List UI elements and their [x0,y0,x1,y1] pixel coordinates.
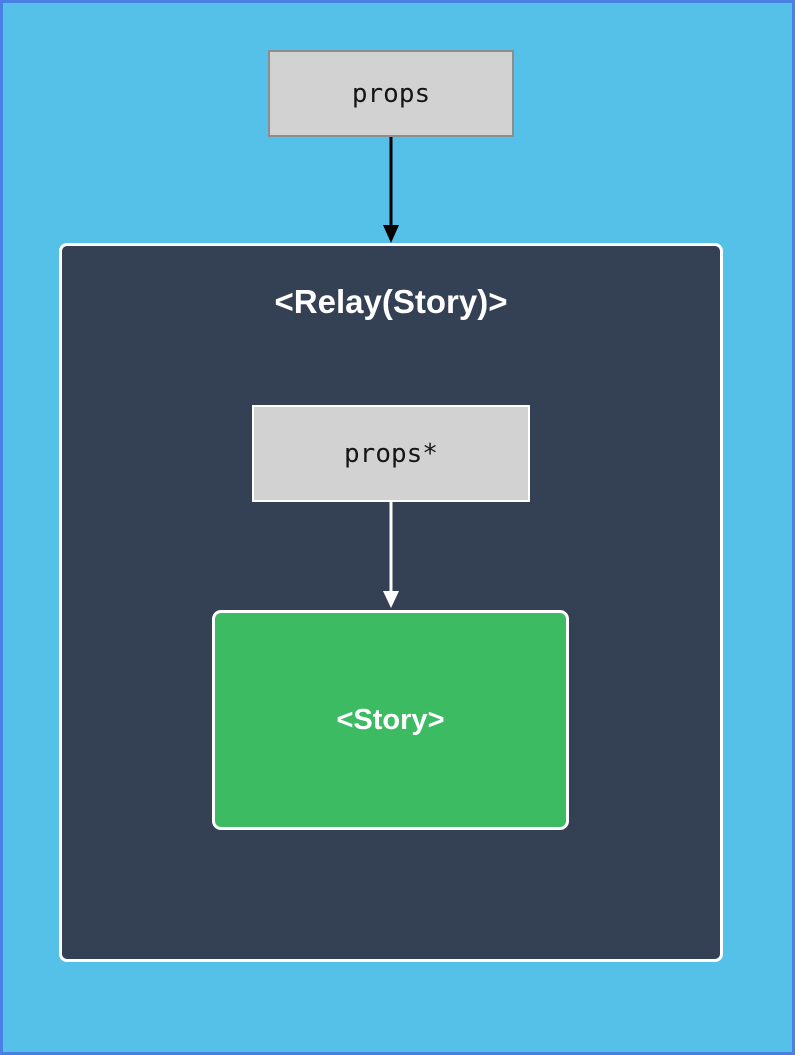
story-box-label: <Story> [336,703,445,736]
props-box-label: props [351,78,431,109]
props-star-box: props* [252,405,530,502]
arrow-line [389,502,393,593]
props-star-box-label: props* [344,438,438,469]
arrow-props-to-relay [383,137,399,243]
arrow-down-icon [383,225,399,243]
relay-container-title: <Relay(Story)> [274,283,508,320]
arrow-propsstar-to-story [383,502,399,608]
arrow-line [389,137,393,227]
story-box: <Story> [212,610,569,830]
props-box: props [268,50,514,137]
arrow-down-icon [383,591,399,608]
